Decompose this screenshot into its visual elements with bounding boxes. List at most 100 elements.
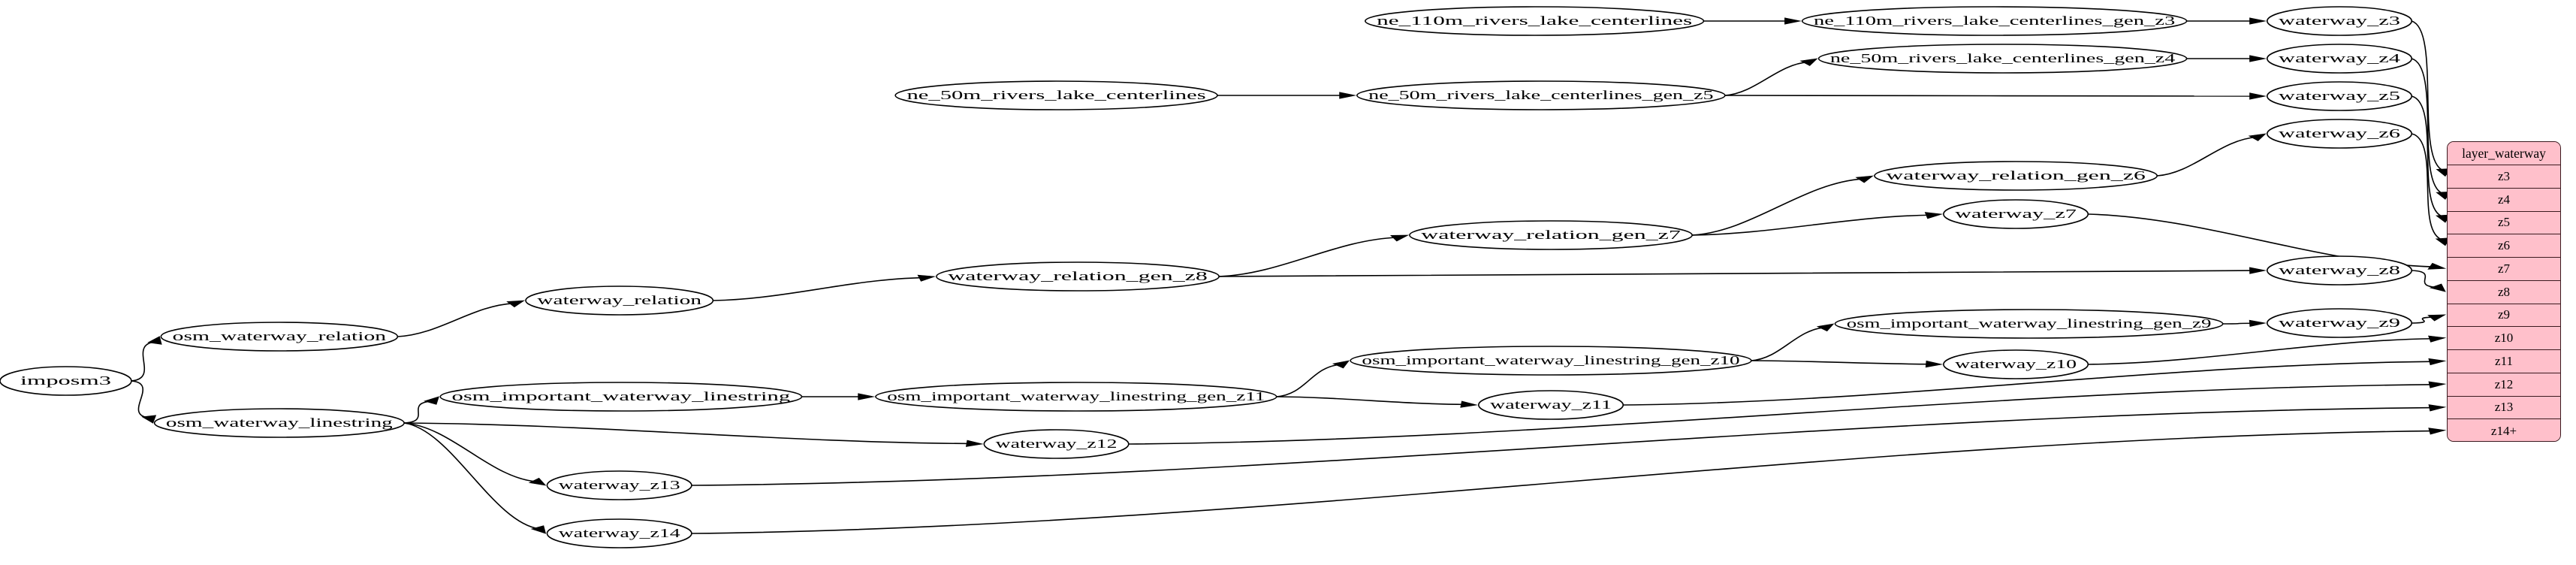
- edge-imposm3-to-osm_waterway_relation: [131, 342, 156, 381]
- legend-row-z11[interactable]: z11: [2448, 350, 2560, 373]
- node-osm_important_waterway_linestring_gen_z10[interactable]: osm_important_waterway_linestring_gen_z1…: [1350, 346, 1751, 375]
- edge-waterway_relation_gen_z6-to-waterway_z6: [2157, 137, 2257, 176]
- arrowhead-osm_important_waterway_linestring_gen_z10-to-osm_important_waterway_linestring_gen_z9: [1816, 323, 1835, 332]
- node-label-ne_50m_rivers_lake_centerlines_gen_z4: ne_50m_rivers_lake_centerlines_gen_z4: [1830, 51, 2175, 65]
- edge-waterway_z4-to-layer_waterway:z4: [2412, 59, 2444, 194]
- node-ne_50m_rivers_lake_centerlines_gen_z5[interactable]: ne_50m_rivers_lake_centerlines_gen_z5: [1357, 81, 1725, 110]
- node-osm_waterway_linestring[interactable]: osm_waterway_linestring: [155, 409, 405, 437]
- node-ne_110m_rivers_lake_centerlines_gen_z3[interactable]: ne_110m_rivers_lake_centerlines_gen_z3: [1802, 7, 2187, 35]
- legend-row-z5[interactable]: z5: [2448, 211, 2560, 235]
- legend-row-z6[interactable]: z6: [2448, 234, 2560, 258]
- arrowhead-osm_waterway_linestring-to-waterway_z14: [530, 525, 547, 534]
- arrowhead-waterway_relation-to-waterway_relation_gen_z8: [917, 274, 937, 282]
- node-label-waterway_relation_gen_z7: waterway_relation_gen_z7: [1421, 228, 1681, 242]
- edge-osm_waterway_linestring-to-waterway_z14: [404, 423, 539, 529]
- node-shape-waterway_z4: [2267, 44, 2412, 73]
- node-shape-ne_110m_rivers_lake_centerlines: [1365, 7, 1704, 35]
- edges-layer: [131, 17, 2451, 534]
- legend-row-z13[interactable]: z13: [2448, 396, 2560, 420]
- node-ne_50m_rivers_lake_centerlines_gen_z4[interactable]: ne_50m_rivers_lake_centerlines_gen_z4: [1819, 44, 2187, 73]
- node-waterway_z8[interactable]: waterway_z8: [2267, 256, 2412, 285]
- node-waterway_z11[interactable]: waterway_z11: [1479, 391, 1624, 419]
- arrowhead-waterway_z8-to-layer_waterway:z8: [2429, 283, 2446, 292]
- node-label-waterway_z10: waterway_z10: [1955, 357, 2077, 371]
- node-waterway_relation[interactable]: waterway_relation: [526, 286, 713, 315]
- edge-waterway_z3-to-layer_waterway:z3: [2412, 21, 2444, 171]
- edge-osm_waterway_linestring-to-osm_important_waterway_linestring: [404, 401, 433, 423]
- edge-waterway_z9-to-layer_waterway:z9: [2412, 317, 2435, 323]
- node-label-ne_110m_rivers_lake_centerlines_gen_z3: ne_110m_rivers_lake_centerlines_gen_z3: [1814, 14, 2175, 28]
- arrowhead-waterway_relation_gen_z7-to-waterway_z7: [1924, 212, 1944, 219]
- node-shape-waterway_z12: [984, 430, 1129, 458]
- node-ne_110m_rivers_lake_centerlines[interactable]: ne_110m_rivers_lake_centerlines: [1365, 7, 1704, 35]
- node-waterway_relation_gen_z8[interactable]: waterway_relation_gen_z8: [937, 262, 1219, 291]
- node-shape-osm_waterway_linestring: [155, 409, 405, 437]
- node-waterway_z14[interactable]: waterway_z14: [547, 519, 692, 548]
- arrowhead-ne_110m_rivers_lake_centerlines-to-ne_110m_rivers_lake_centerlines_gen_z3: [1784, 17, 1802, 25]
- edge-waterway_z10-to-layer_waterway:z10: [2088, 339, 2433, 364]
- arrowhead-waterway_z14-to-layer_waterway:z14+: [2428, 428, 2447, 435]
- edge-osm_important_waterway_linestring_gen_z10-to-osm_important_waterway_linestring_gen_z9: [1751, 328, 1825, 361]
- node-shape-waterway_z9: [2267, 309, 2412, 337]
- node-label-waterway_relation_gen_z8: waterway_relation_gen_z8: [948, 269, 1208, 283]
- node-osm_important_waterway_linestring_gen_z9[interactable]: osm_important_waterway_linestring_gen_z9: [1835, 310, 2222, 338]
- node-waterway_z9[interactable]: waterway_z9: [2267, 309, 2412, 337]
- node-waterway_z10[interactable]: waterway_z10: [1944, 350, 2089, 379]
- arrowhead-waterway_z7-to-layer_waterway:z7: [2427, 262, 2447, 270]
- edge-waterway_relation_gen_z7-to-waterway_relation_gen_z6: [1692, 179, 1863, 235]
- node-shape-waterway_z6: [2267, 119, 2412, 148]
- node-waterway_z12[interactable]: waterway_z12: [984, 430, 1129, 458]
- node-shape-waterway_relation_gen_z7: [1410, 221, 1692, 249]
- edge-imposm3-to-osm_waterway_linestring: [131, 381, 150, 418]
- legend-row-z3[interactable]: z3: [2448, 165, 2560, 189]
- edge-waterway_z11-to-layer_waterway:z11: [1623, 361, 2433, 405]
- node-osm_important_waterway_linestring_gen_z11[interactable]: osm_important_waterway_linestring_gen_z1…: [876, 382, 1277, 411]
- edge-waterway_relation_gen_z8-to-waterway_z8: [1219, 270, 2254, 276]
- node-waterway_z7[interactable]: waterway_z7: [1944, 200, 2089, 228]
- legend-row-z7[interactable]: z7: [2448, 258, 2560, 281]
- node-osm_waterway_relation[interactable]: osm_waterway_relation: [161, 322, 397, 351]
- node-waterway_z4[interactable]: waterway_z4: [2267, 44, 2412, 73]
- node-label-osm_important_waterway_linestring_gen_z9: osm_important_waterway_linestring_gen_z9: [1847, 316, 2212, 331]
- node-waterway_relation_gen_z6[interactable]: waterway_relation_gen_z6: [1875, 162, 2157, 190]
- arrowhead-waterway_relation_gen_z7-to-waterway_relation_gen_z6: [1855, 175, 1875, 183]
- legend-row-z12[interactable]: z12: [2448, 373, 2560, 397]
- node-waterway_relation_gen_z7[interactable]: waterway_relation_gen_z7: [1410, 221, 1692, 249]
- legend-row-z14plus[interactable]: z14+: [2448, 419, 2560, 441]
- node-label-waterway_z7: waterway_z7: [1955, 207, 2077, 221]
- node-ne_50m_rivers_lake_centerlines[interactable]: ne_50m_rivers_lake_centerlines: [895, 81, 1217, 110]
- node-shape-waterway_relation: [526, 286, 713, 315]
- edge-osm_waterway_relation-to-waterway_relation: [397, 304, 514, 337]
- legend-row-z8[interactable]: z8: [2448, 280, 2560, 304]
- node-waterway_z5[interactable]: waterway_z5: [2267, 82, 2412, 110]
- legend-row-z9[interactable]: z9: [2448, 304, 2560, 328]
- node-shape-waterway_relation_gen_z6: [1875, 162, 2157, 190]
- node-waterway_z3[interactable]: waterway_z3: [2267, 7, 2412, 35]
- edge-osm_waterway_linestring-to-waterway_z12: [404, 423, 971, 443]
- node-label-waterway_relation: waterway_relation: [537, 293, 701, 307]
- node-label-waterway_z12: waterway_z12: [996, 437, 1118, 451]
- node-shape-waterway_z13: [547, 471, 692, 500]
- node-shape-ne_50m_rivers_lake_centerlines_gen_z5: [1357, 81, 1725, 110]
- edge-waterway_z13-to-layer_waterway:z13: [692, 408, 2434, 485]
- arrowhead-osm_waterway_linestring-to-waterway_z13: [528, 477, 547, 486]
- node-shape-waterway_z7: [1944, 200, 2089, 228]
- node-label-ne_110m_rivers_lake_centerlines: ne_110m_rivers_lake_centerlines: [1377, 14, 1692, 28]
- legend-row-z4[interactable]: z4: [2448, 188, 2560, 212]
- node-osm_important_waterway_linestring[interactable]: osm_important_waterway_linestring: [440, 382, 801, 411]
- node-imposm3[interactable]: imposm3: [0, 367, 131, 395]
- node-waterway_z6[interactable]: waterway_z6: [2267, 119, 2412, 148]
- arrowhead-osm_important_waterway_linestring_gen_z11-to-osm_important_waterway_linestring_gen_z10: [1332, 360, 1350, 369]
- node-shape-ne_50m_rivers_lake_centerlines: [895, 81, 1217, 110]
- arrowhead-waterway_z11-to-layer_waterway:z11: [2428, 358, 2447, 366]
- node-waterway_z13[interactable]: waterway_z13: [547, 471, 692, 500]
- arrowhead-osm_important_waterway_linestring_gen_z9-to-waterway_z9: [2249, 319, 2267, 328]
- node-label-osm_waterway_linestring: osm_waterway_linestring: [166, 415, 393, 430]
- edge-waterway_z5-to-layer_waterway:z5: [2412, 96, 2444, 217]
- legend-row-z10[interactable]: z10: [2448, 327, 2560, 350]
- node-label-waterway_relation_gen_z6: waterway_relation_gen_z6: [1886, 168, 2146, 183]
- edge-waterway_z8-to-layer_waterway:z8: [2412, 270, 2438, 288]
- node-label-waterway_z11: waterway_z11: [1490, 397, 1612, 412]
